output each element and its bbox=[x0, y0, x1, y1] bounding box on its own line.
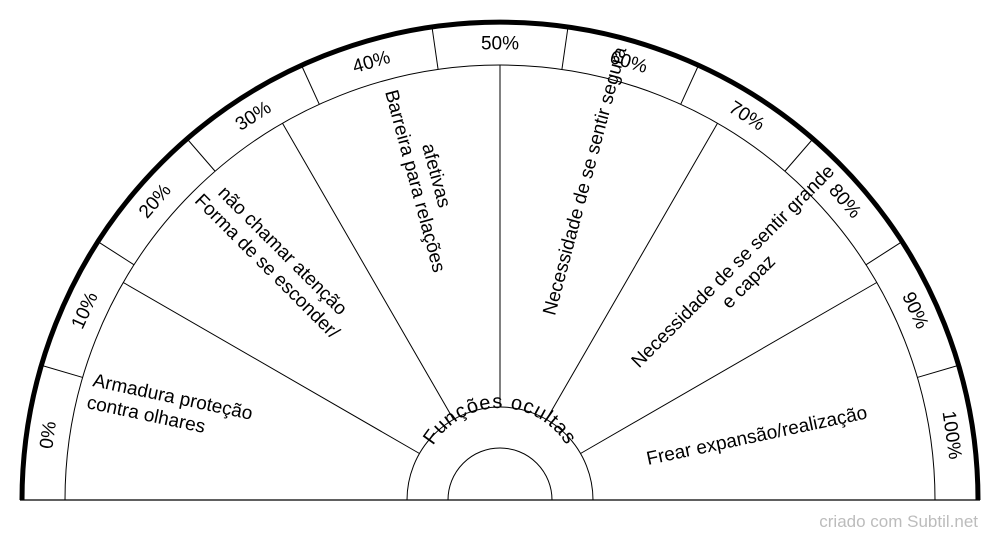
scale-divider bbox=[187, 139, 216, 172]
scale-divider bbox=[784, 139, 813, 172]
scale-label: 40% bbox=[350, 47, 393, 78]
credit-footer: criado com Subtil.net bbox=[819, 512, 978, 531]
segment-label: Necessidade de se sentir grande bbox=[628, 161, 839, 372]
scale-label: 0% bbox=[36, 420, 61, 450]
hub-inner-arc bbox=[447, 447, 553, 501]
scale-divider bbox=[917, 365, 957, 378]
chart-lines bbox=[19, 19, 981, 501]
scale-label: 100% bbox=[938, 410, 966, 461]
center-label: Funções ocultas bbox=[419, 391, 581, 449]
scale-divider bbox=[680, 66, 699, 105]
scale-divider bbox=[561, 28, 569, 70]
segment-divider bbox=[546, 123, 718, 420]
segment-divider bbox=[580, 282, 877, 454]
segment-divider bbox=[123, 282, 420, 454]
segment-divider bbox=[282, 123, 454, 420]
scale-label: 50% bbox=[481, 34, 519, 55]
scale-label: 10% bbox=[68, 289, 103, 332]
scale-label: 90% bbox=[897, 289, 932, 332]
segment-label: Forma de se esconder/ bbox=[190, 190, 344, 344]
outer-arc bbox=[19, 19, 981, 501]
scale-divider bbox=[865, 242, 901, 266]
scale-divider bbox=[301, 66, 320, 105]
segment-label: Frear expansão/realização bbox=[645, 403, 869, 470]
scale-divider bbox=[99, 242, 135, 266]
scale-divider bbox=[43, 365, 83, 378]
scale-divider bbox=[431, 28, 439, 70]
center-label-path: Funções ocultas bbox=[419, 391, 580, 449]
hub-arc bbox=[406, 406, 594, 501]
segment-label: Necessidade de se sentir segura bbox=[539, 44, 631, 317]
segment-label: não chamar atenção bbox=[214, 182, 351, 319]
